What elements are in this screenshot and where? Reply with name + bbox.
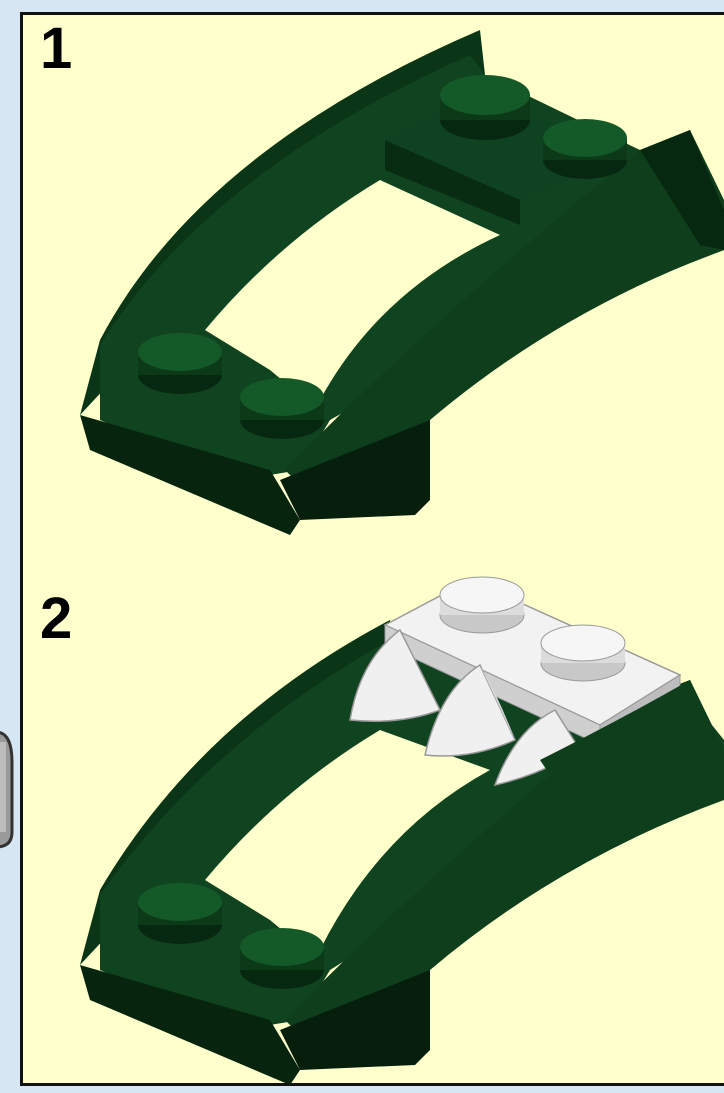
stud-icon xyxy=(541,625,625,681)
stud-icon xyxy=(440,75,530,140)
stud-icon xyxy=(138,333,222,394)
stud-icon xyxy=(240,378,324,439)
stud-icon xyxy=(240,928,324,989)
step-2-illustration xyxy=(0,560,724,1093)
stud-icon xyxy=(440,577,524,633)
step-1-illustration xyxy=(0,0,724,560)
stud-icon xyxy=(138,883,222,944)
stud-icon xyxy=(543,119,627,179)
